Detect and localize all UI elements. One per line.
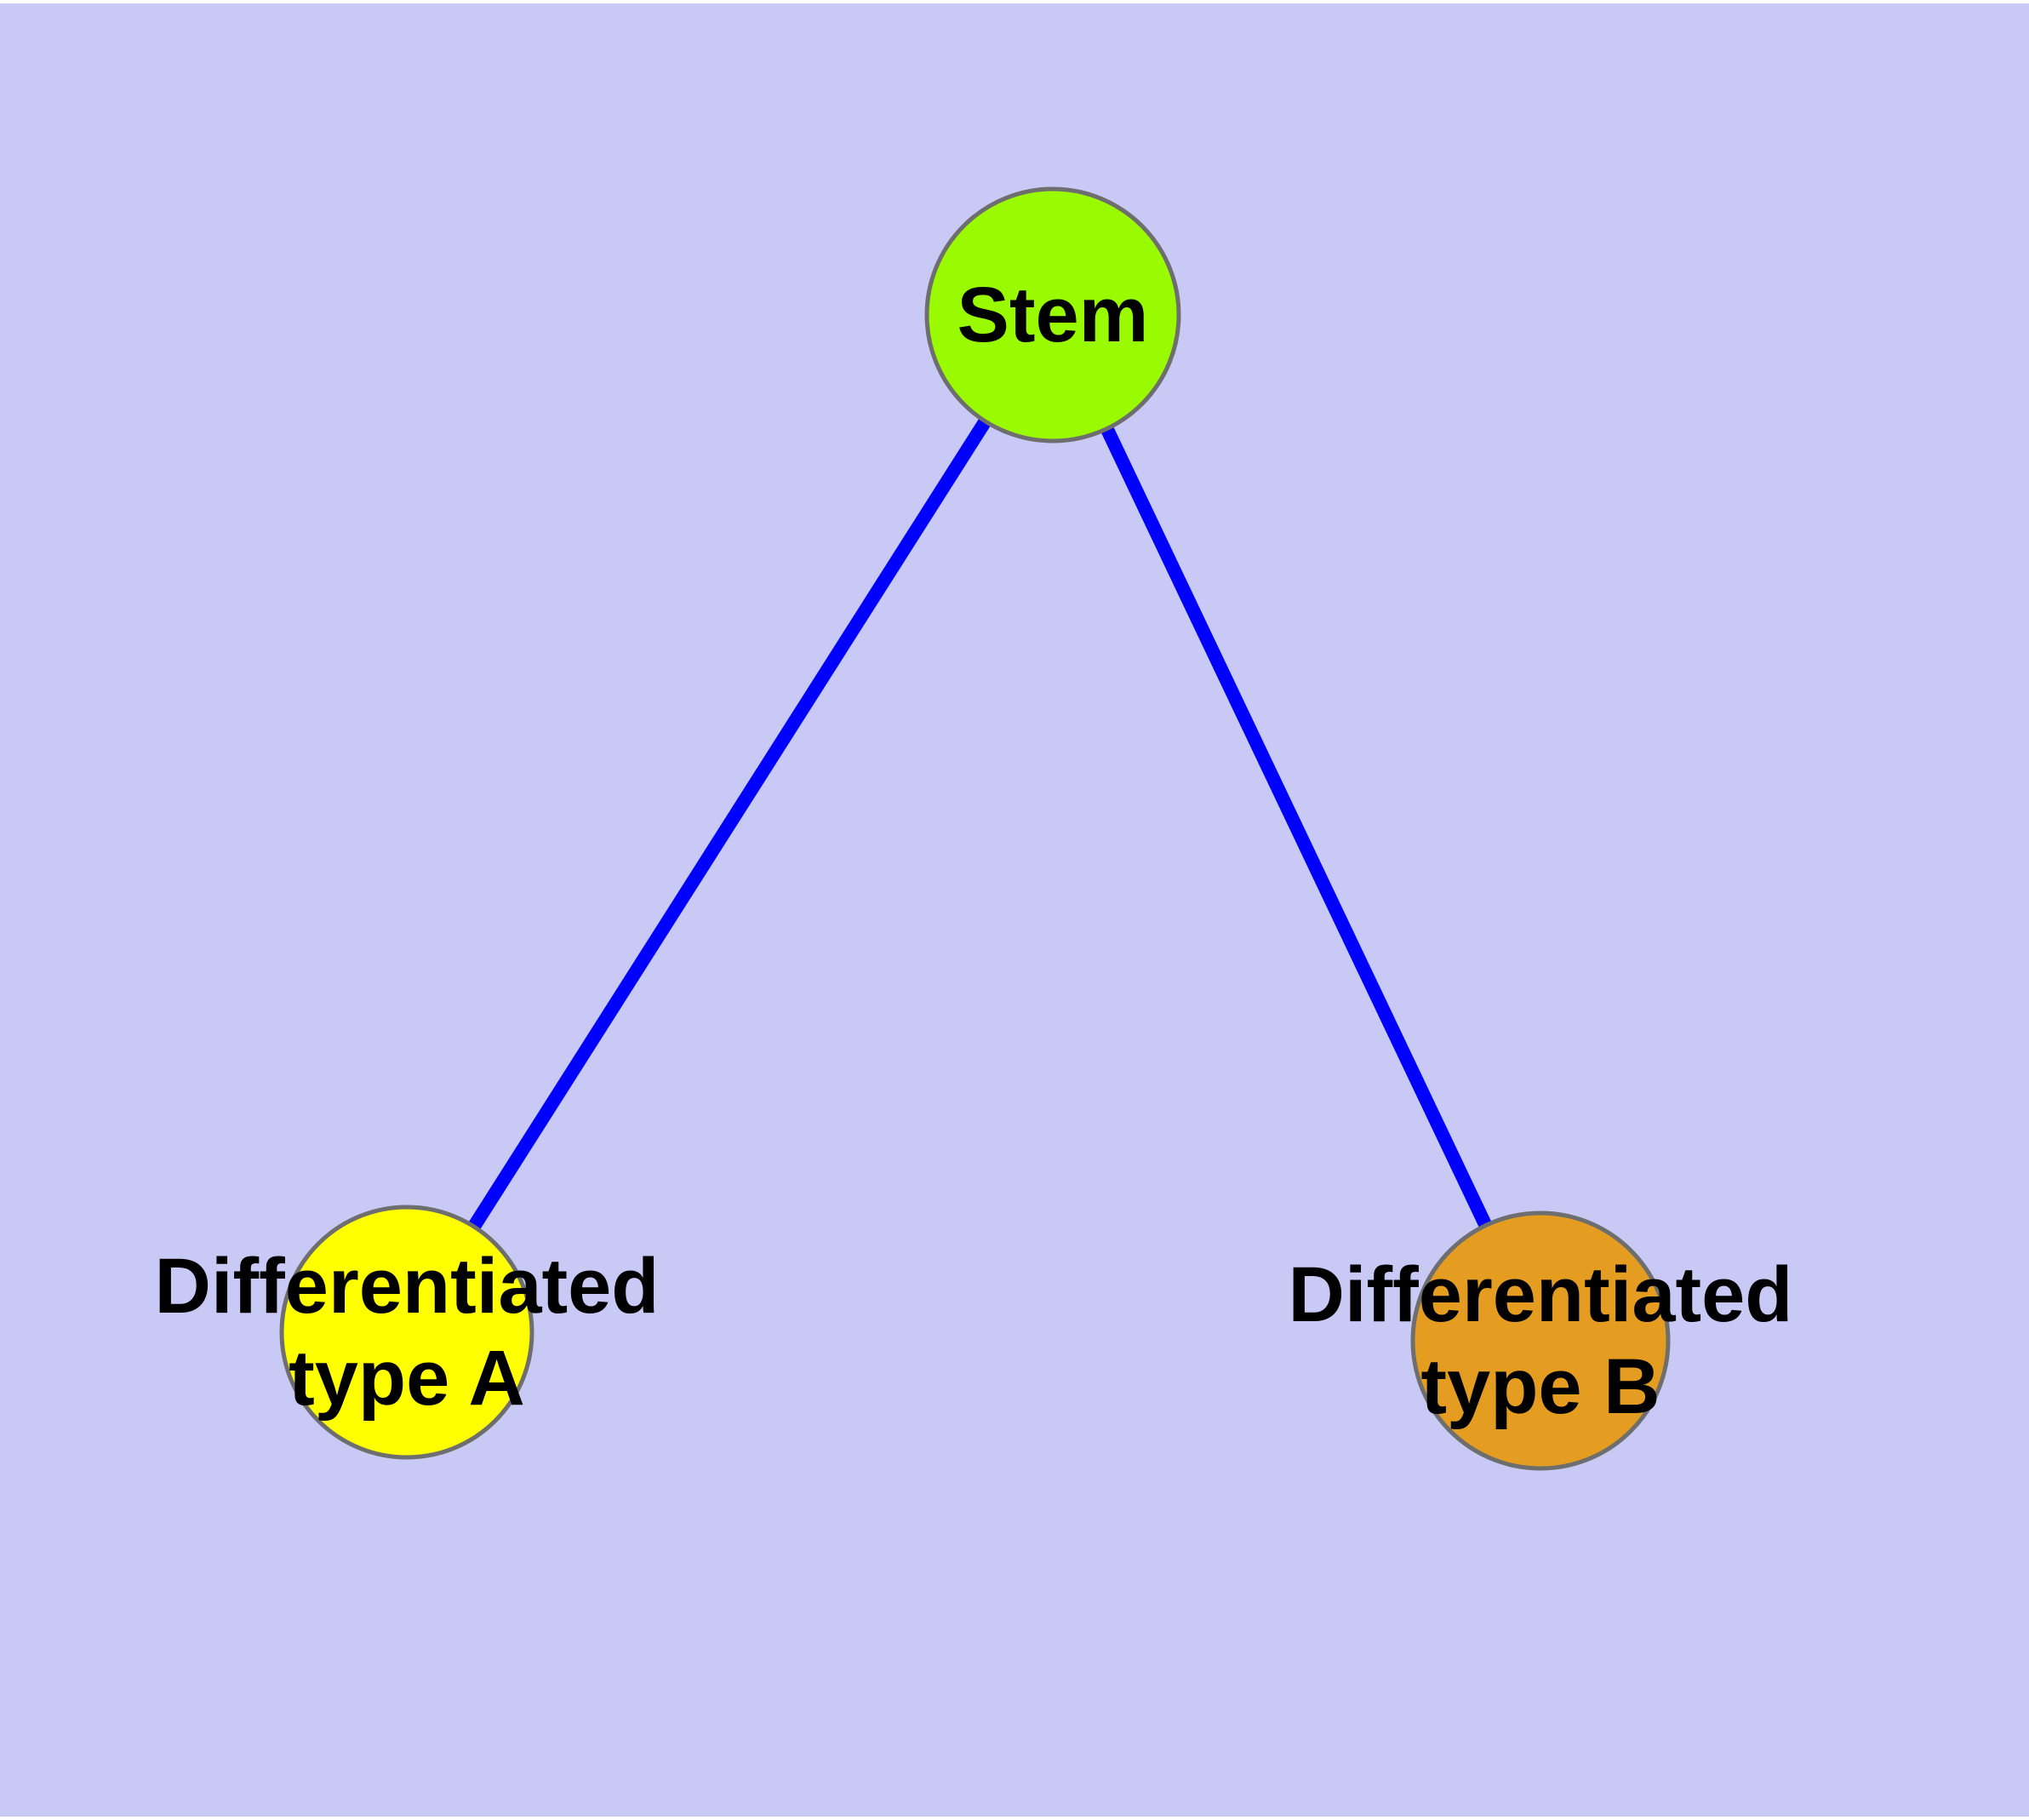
node-type-a-circle <box>279 1205 534 1460</box>
edge-stem-to-type-b <box>1046 312 1547 1344</box>
edge-stem-to-type-a <box>401 311 1059 1336</box>
node-stem-circle <box>924 186 1181 444</box>
node-type-b-circle <box>1410 1210 1671 1471</box>
